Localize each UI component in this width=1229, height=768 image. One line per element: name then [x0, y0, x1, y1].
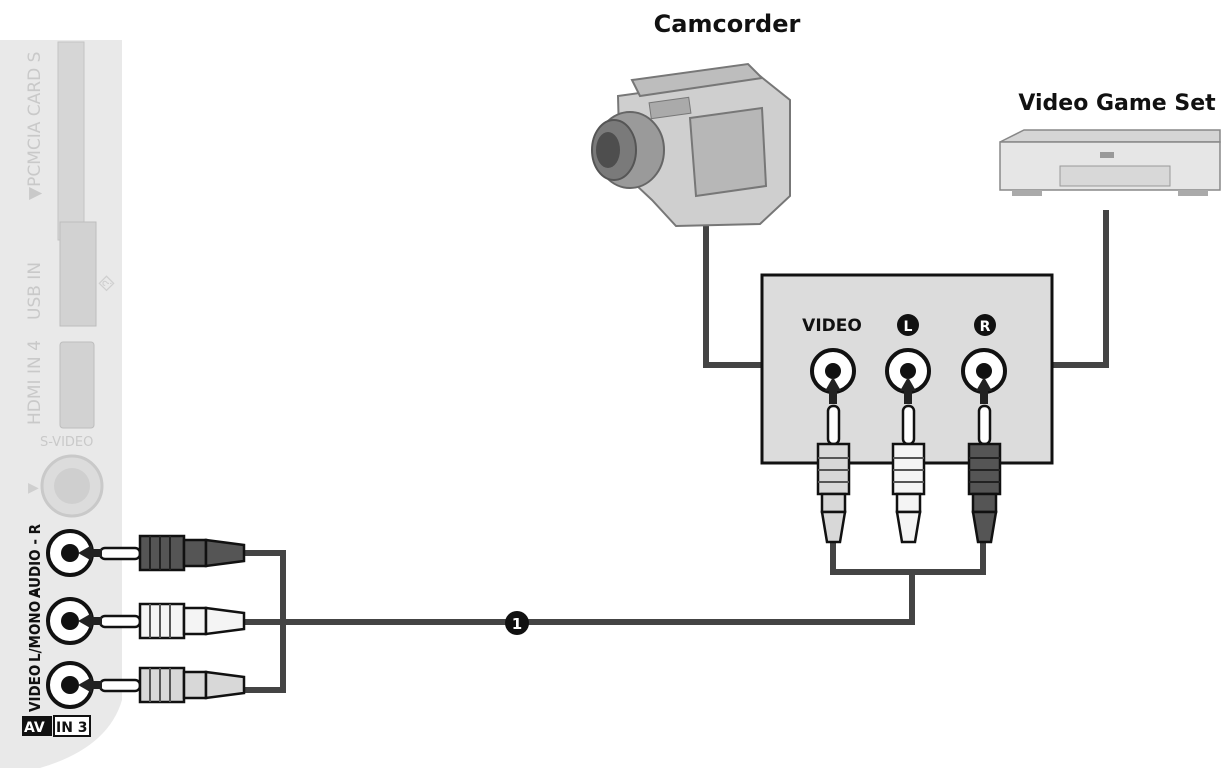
tv-video-jack [46, 661, 94, 709]
svg-text:1: 1 [512, 615, 522, 633]
svg-text:R: R [980, 319, 991, 335]
audio-l-label: L/MONO - [26, 591, 44, 663]
cable-number-marker: 1 [505, 611, 529, 635]
right-plug-yellow [816, 404, 851, 544]
left-plug-yellow [98, 666, 246, 704]
video-jack-label: VIDEO [26, 665, 44, 712]
right-plug-red [967, 404, 1002, 544]
pcmcia-label: ▼PCMCIA CARD S [25, 52, 45, 200]
svideo-triangle-icon: ▶ [28, 480, 39, 496]
tv-insert-arrows [78, 545, 102, 693]
game-set-icon: Video Game Set [999, 91, 1221, 196]
box-right-label: R [974, 314, 996, 336]
tv-side-panel: ▼PCMCIA CARD S USB IN ⯑ HDMI IN 4 S-VIDE… [0, 40, 122, 768]
svideo-label: S-VIDEO [40, 435, 93, 450]
hdmi-label: HDMI IN 4 [25, 340, 45, 425]
svg-text:AV: AV [24, 720, 45, 736]
svg-text:L: L [904, 319, 913, 335]
usb-icon: ⯑ [95, 275, 120, 292]
camcorder-label: Camcorder [654, 10, 801, 38]
box-left-label: L [897, 314, 919, 336]
box-video-label: VIDEO [802, 316, 862, 336]
av-in-badge: AV IN 3 [22, 715, 91, 737]
left-plug-red [98, 534, 246, 572]
camcorder-icon: Camcorder [591, 10, 801, 228]
game-set-label: Video Game Set [1018, 91, 1216, 116]
usb-label: USB IN [25, 262, 45, 320]
svg-text:IN 3: IN 3 [56, 720, 88, 736]
left-plug-white [98, 602, 246, 640]
box-insert-arrows [825, 377, 992, 404]
audio-r-label: AUDIO - R [26, 523, 44, 598]
cables [240, 210, 1109, 693]
pcmcia-slot [57, 41, 85, 241]
right-plug-white [891, 404, 926, 544]
hdmi-port [59, 341, 95, 429]
usb-port [59, 221, 97, 327]
box-left-jack [885, 348, 931, 394]
